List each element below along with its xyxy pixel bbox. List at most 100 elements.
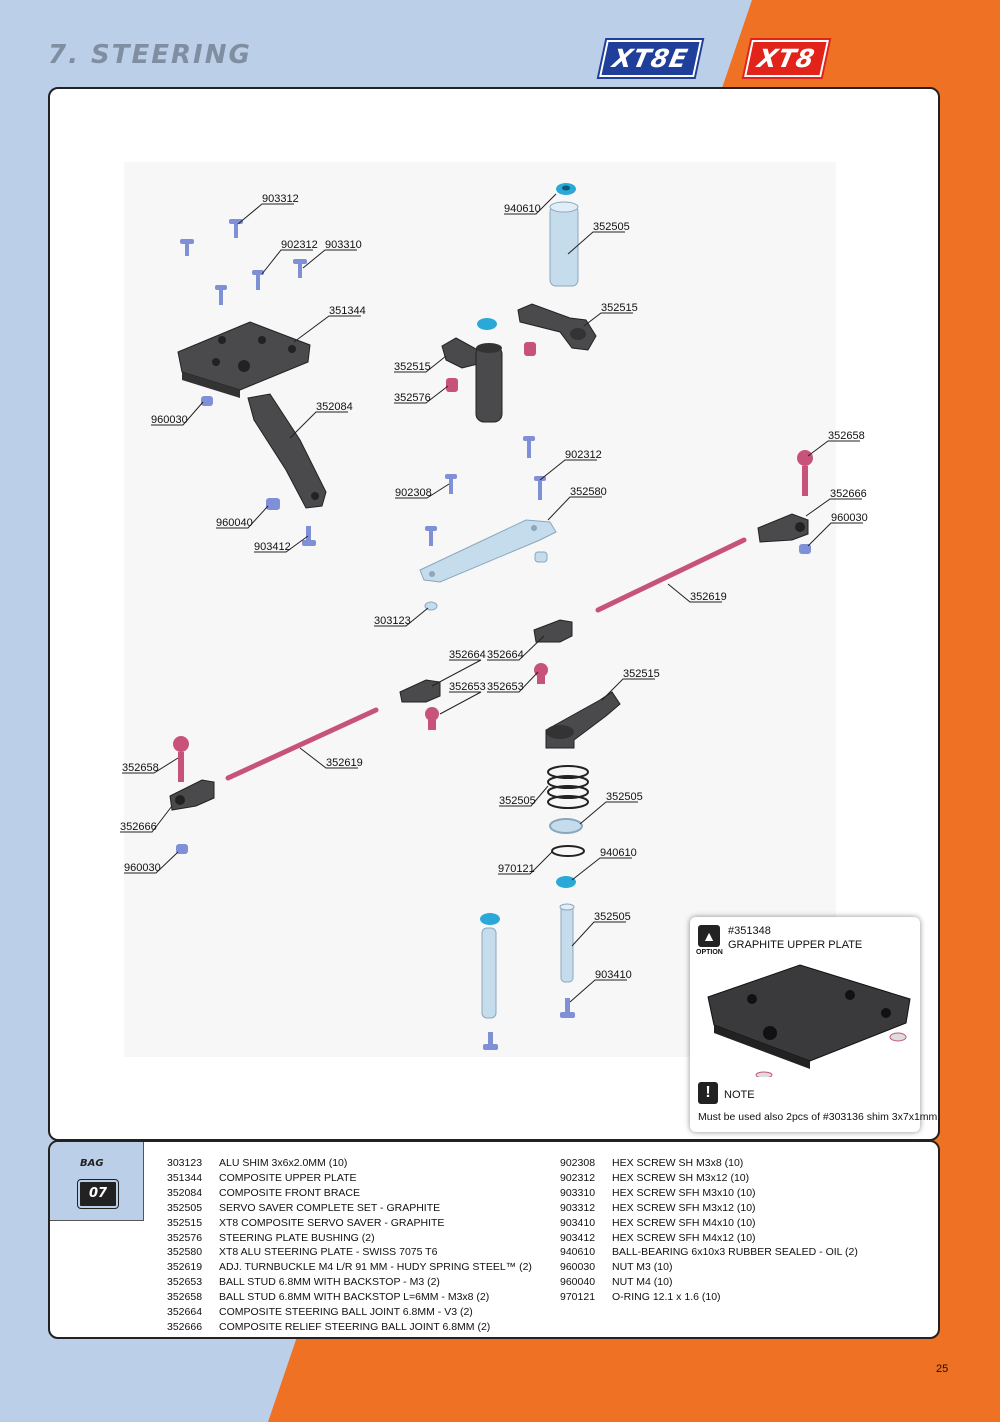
spring-352505-part <box>547 765 589 809</box>
bearing-940610-part <box>556 183 576 195</box>
callout-label: 352619 <box>690 591 727 603</box>
callout-label: 903310 <box>325 239 362 251</box>
callout-label: 352658 <box>122 762 159 774</box>
turnbuckle-352619-left-part <box>225 707 379 781</box>
callout-label: 352505 <box>606 791 643 803</box>
relief-ball-joint-352666-right-part <box>757 513 809 543</box>
note-text: Must be used also 2pcs of #303136 shim 3… <box>698 1111 941 1123</box>
callout-label: 960030 <box>151 414 188 426</box>
page-number: 25 <box>936 1363 949 1375</box>
screw-mid-part <box>215 285 227 305</box>
screw-loose-part <box>483 1032 498 1050</box>
callout-label: 352515 <box>623 668 660 680</box>
exclamation-icon: ! <box>698 1082 718 1104</box>
callout-label: 352664 <box>449 649 486 661</box>
callout-label: 352505 <box>499 795 536 807</box>
callout-label: 352515 <box>601 302 638 314</box>
servo-saver-arm-left-part <box>441 337 503 423</box>
option-name: GRAPHITE UPPER PLATE <box>728 939 863 951</box>
bearing-small-part <box>477 318 497 330</box>
option-code: #351348 <box>728 925 771 937</box>
bushing-part <box>524 342 536 356</box>
callout-label: 352658 <box>828 430 865 442</box>
callout-label: 960030 <box>831 512 868 524</box>
bearing-loose-part <box>480 913 500 925</box>
bushing-352576-part <box>446 378 458 392</box>
screw-903412-part <box>302 526 316 546</box>
servo-saver-arm-right-part <box>517 303 597 351</box>
relief-ball-joint-352666-left-part <box>169 779 215 811</box>
ball-stud-352658-right-part <box>797 450 813 496</box>
callout-label: 352653 <box>487 681 524 693</box>
callout-label: 352666 <box>830 488 867 500</box>
bag-label: BAG <box>80 1158 104 1169</box>
callout-label: 902312 <box>565 449 602 461</box>
callout-label: 352505 <box>593 221 630 233</box>
post-loose-part <box>481 927 497 1019</box>
front-brace-part <box>247 393 327 509</box>
bag-number: 07 <box>77 1179 119 1209</box>
diagram-backdrop <box>124 162 836 1057</box>
spring-collar-352505-part <box>549 818 583 834</box>
ball-stud-352658-left-part <box>173 736 189 782</box>
bearing-940610-lower-part <box>556 876 576 888</box>
callout-label: 352664 <box>487 649 524 661</box>
ball-stud-352653-right-part <box>534 663 548 684</box>
turnbuckle-352619-right-part <box>595 537 747 613</box>
upper-plate-part <box>177 321 311 398</box>
screw-902308-part <box>445 474 457 494</box>
screw-903310-part <box>293 259 307 278</box>
callout-label: 960030 <box>124 862 161 874</box>
option-box: ▲ OPTION #351348 GRAPHITE UPPER PLATE ! … <box>690 917 940 1132</box>
nut-960040-part <box>266 498 280 510</box>
callout-label: 940610 <box>504 203 541 215</box>
screw-902312-part <box>252 270 264 290</box>
callout-label: 903410 <box>595 969 632 981</box>
ball-stud-352653-left-part <box>425 707 439 730</box>
callout-label: 352505 <box>594 911 631 923</box>
nut-small-part <box>534 551 548 563</box>
callout-label: 351344 <box>329 305 366 317</box>
screw-902312-b-part <box>523 436 535 458</box>
graphite-plate-illustration <box>707 964 911 1077</box>
steering-plate-352580-part <box>419 519 557 583</box>
bag-indicator: BAG 07 <box>50 1142 144 1221</box>
page-title: 7. STEERING <box>48 40 252 70</box>
callout-label: 902312 <box>281 239 318 251</box>
callout-label: 303123 <box>374 615 411 627</box>
o-ring-970121-part <box>551 845 585 857</box>
callout-label: 352084 <box>316 401 353 413</box>
note-title: NOTE <box>724 1089 755 1101</box>
screw-left-b-part <box>425 526 437 546</box>
callout-labels: 903312 902312 903310 351344 960030 35208… <box>120 193 868 981</box>
sleeve-352505-part <box>549 201 579 287</box>
thumbs-up-icon: ▲ <box>698 925 720 947</box>
callout-label: 352515 <box>394 361 431 373</box>
callout-lines <box>120 193 863 1003</box>
option-tag: OPTION <box>696 949 723 956</box>
callout-label: 970121 <box>498 863 535 875</box>
callout-label: 903312 <box>262 193 299 205</box>
callout-label: 352576 <box>394 392 431 404</box>
